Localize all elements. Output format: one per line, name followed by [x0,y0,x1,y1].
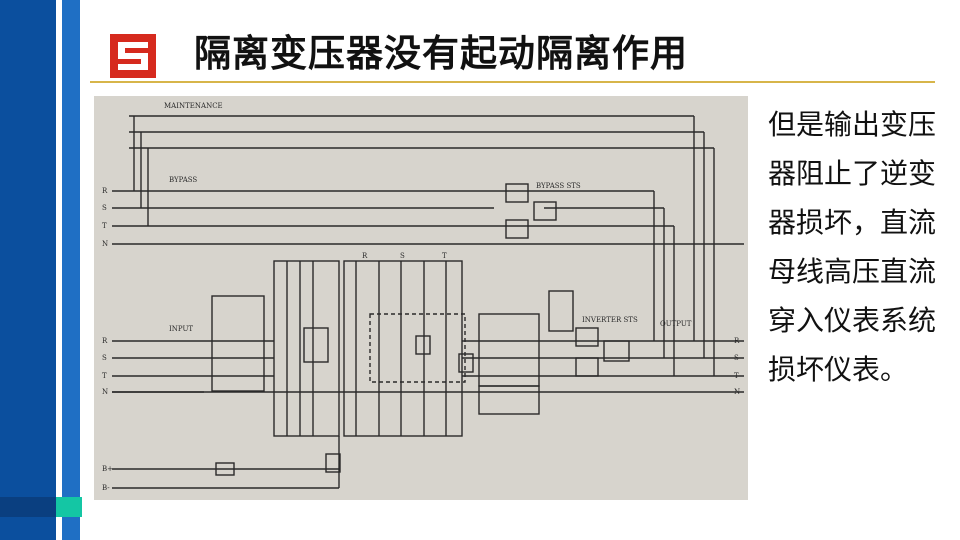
label-inverter-sts: INVERTER STS [582,316,638,324]
label-b-minus: B- [102,484,110,492]
label-maintenance: MAINTENANCE [164,102,223,110]
sidebar-band [0,0,82,540]
label-bypass-sts: BYPASS STS [536,182,581,190]
ups-circuit-diagram-photo: MAINTENANCE BYPASS BYPASS STS INPUT INVE… [94,96,748,500]
company-logo-icon [110,34,156,78]
slide-body-text: 但是输出变压器阻止了逆变器损坏，直流母线高压直流穿入仪表系统损坏仪表。 [768,108,937,386]
label-r-bypass: R [102,187,108,195]
label-r-bus: R [362,252,368,260]
label-n-bypass: N [102,240,108,248]
label-r-output: R [734,337,740,345]
label-bypass: BYPASS [169,176,197,184]
label-n-input: N [102,388,108,396]
label-r-input: R [102,337,108,345]
sidebar-light-stripe [62,0,80,540]
label-b-plus: B+ [102,465,113,473]
title-underline [90,81,935,83]
label-output: OUTPUT [660,320,692,328]
label-t-bypass: T [102,222,107,230]
label-s-input: S [102,354,107,362]
label-s-output: S [734,354,739,362]
label-n-output: N [734,388,740,396]
sidebar-dark-stripe [0,0,56,540]
label-t-bus: T [442,252,447,260]
label-t-output: T [734,372,739,380]
label-s-bypass: S [102,204,107,212]
label-s-bus: S [400,252,405,260]
slide-title: 隔离变压器没有起动隔离作用 [194,32,688,75]
sidebar-navy-block [0,497,56,517]
sidebar-teal-block [56,497,82,517]
label-input: INPUT [169,325,193,333]
circuit-diagram: MAINTENANCE BYPASS BYPASS STS INPUT INVE… [102,102,744,492]
label-t-input: T [102,372,107,380]
